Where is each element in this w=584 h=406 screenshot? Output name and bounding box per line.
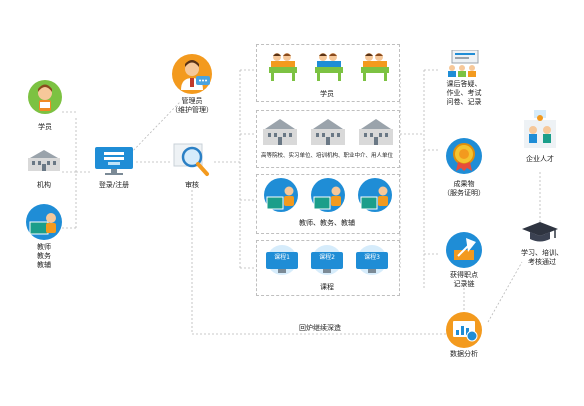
course-card-2-label: 课程2 [319,254,335,261]
record-label-2: 记录链 [453,280,475,288]
teacher-avatar-icon [26,204,62,240]
achievement-medal-icon [446,138,482,174]
student-avatar-icon [28,80,62,114]
students-group [256,44,400,102]
graduation-cap-icon [522,222,558,244]
feedback-loop-label: 回炉继续深造 [299,324,341,332]
student-label: 学员 [38,123,52,131]
course-card-1-label: 课程1 [274,254,290,261]
record-chain-icon [446,232,482,268]
teacher-label-3: 教辅 [37,261,51,269]
after-class-label-3: 问卷、记录 [446,98,482,106]
enterprise-talent-label: 企业人才 [526,155,554,163]
staff-teachers-icon [264,178,392,212]
after-class-label-1: 课后答疑、 [446,80,482,88]
admin-label-2: （维护管理） [171,106,213,114]
course-card-3-label: 课程3 [364,254,380,261]
learning-label-1: 学习、培训、 [521,249,563,257]
orgs-group-label: 高等院校、实习单位、培训机构、职业中介、用人单位 [260,153,393,159]
login-monitor-icon[interactable] [94,146,134,176]
after-class-board-icon [444,49,484,78]
login-label: 登录/注册 [98,181,130,189]
data-analysis-icon[interactable] [446,312,482,348]
after-class-label-2: 作业、考试 [446,89,482,97]
course-card-2[interactable] [307,244,347,276]
admin-label-1: 管理员 [181,97,203,105]
courses-group-label: 课程 [320,283,334,291]
staff-group [256,174,400,234]
teacher-label-2: 教务 [37,252,51,260]
achievement-label-1: 成果物 [453,180,475,188]
course-card-3[interactable] [352,244,392,276]
institution-label: 机构 [37,181,51,189]
students-desk-icon [269,53,389,81]
record-label-1: 获得职点 [450,271,478,279]
orgs-group [256,110,400,168]
staff-group-label: 教师、教务、教辅 [299,219,355,227]
course-card-1[interactable] [262,244,302,276]
orgs-buildings-icon [263,119,393,145]
review-label: 审核 [185,181,199,189]
learning-label-2: 考核通过 [528,258,556,266]
achievement-label-2: （服务证明） [443,189,485,197]
review-magnifier-icon[interactable] [172,142,214,180]
teacher-label-1: 教师 [37,243,51,251]
institution-building-icon [24,150,64,172]
admin-avatar-icon [172,54,212,94]
data-analysis-label: 数据分析 [450,350,478,358]
students-group-label: 学员 [320,90,334,98]
enterprise-talent-icon [520,110,560,150]
